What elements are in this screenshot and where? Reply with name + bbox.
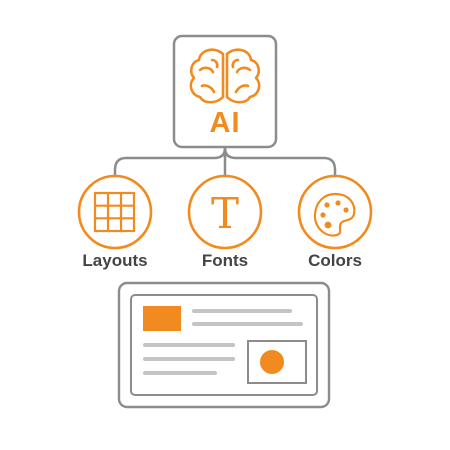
layouts-circle: [77, 174, 153, 250]
colors-node: [297, 174, 373, 250]
layouts-label: Layouts: [82, 251, 148, 270]
ai-label: AI: [209, 107, 241, 139]
ai-node-box: [172, 34, 278, 149]
fonts-circle: [187, 174, 263, 250]
webpage-mockup-icon: [117, 281, 331, 409]
brain-icon: [189, 48, 261, 104]
fonts-label: Fonts: [201, 251, 249, 270]
colors-label: Colors: [308, 251, 362, 270]
grid-icon: [93, 191, 136, 233]
type-icon: T: [211, 189, 239, 238]
layouts-node: [77, 174, 153, 250]
connectors: [113, 146, 337, 176]
colors-circle: [297, 174, 373, 250]
connector-layouts: [113, 147, 227, 176]
connector-colors: [223, 147, 337, 176]
mockup-header-block: [143, 306, 181, 331]
fonts-node: T: [187, 174, 263, 250]
palette-icon: [313, 192, 356, 237]
mockup-image-circle: [260, 350, 284, 374]
